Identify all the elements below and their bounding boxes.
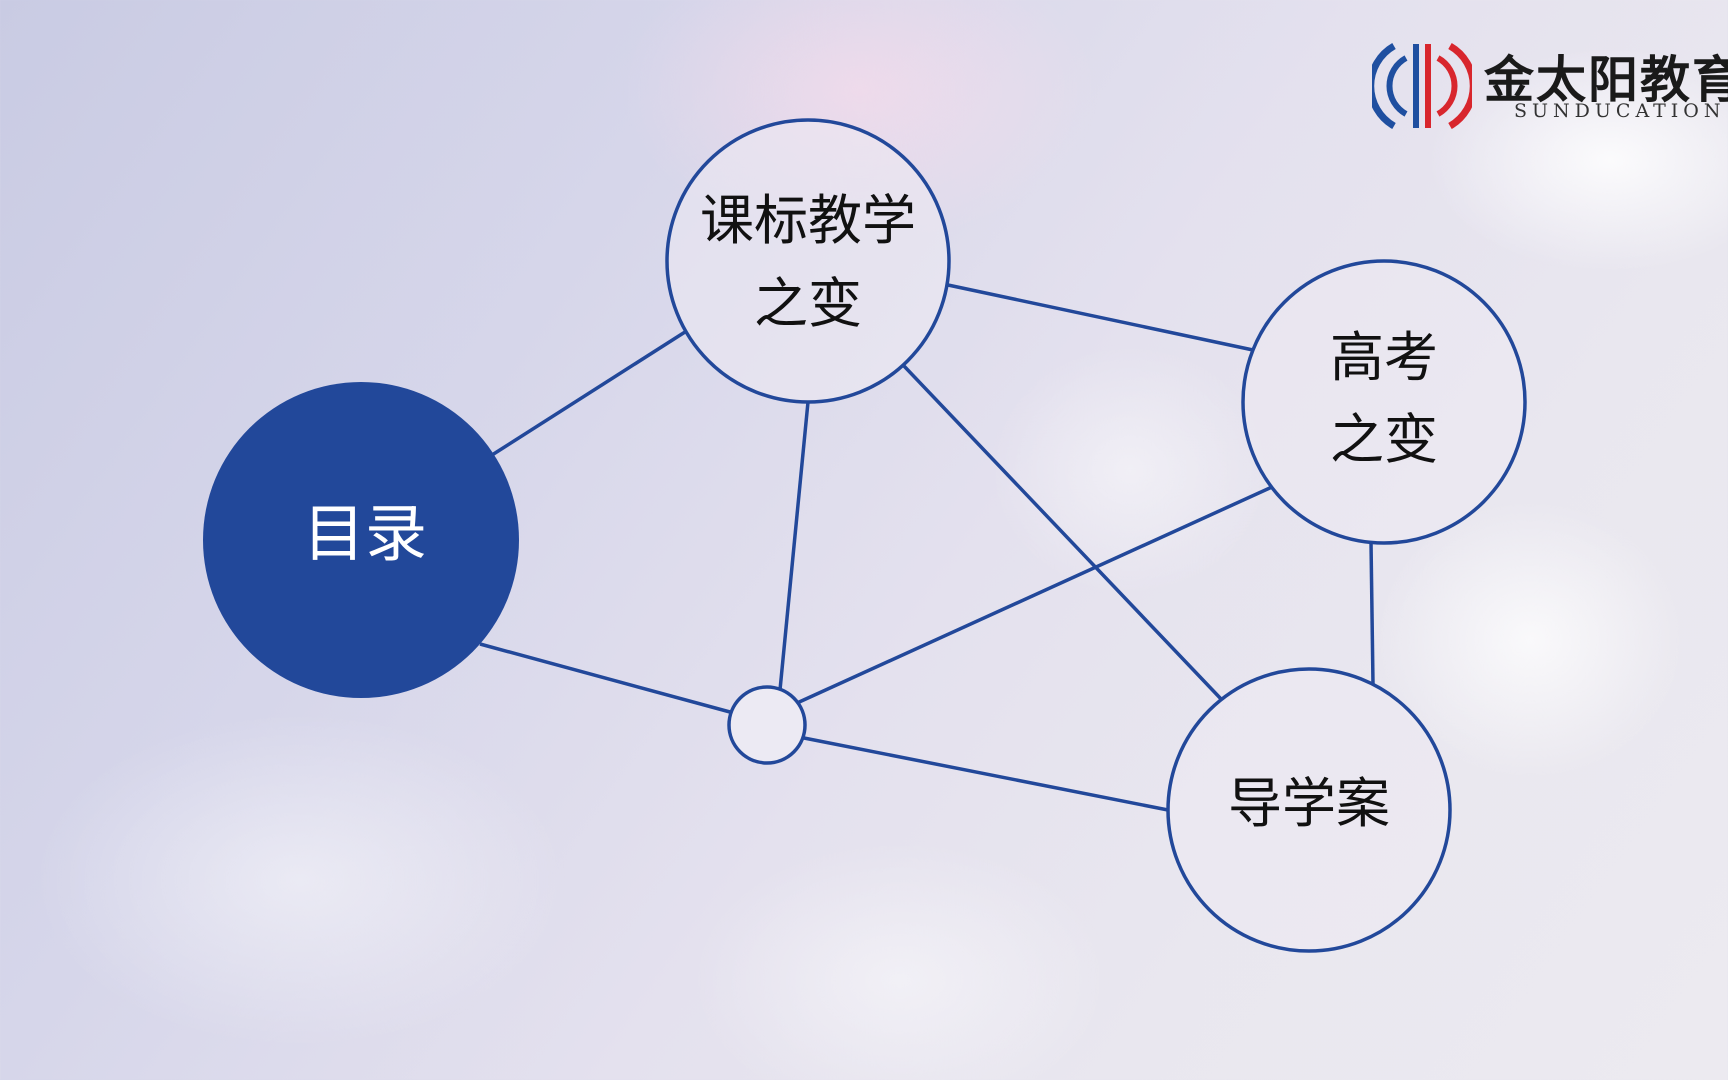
line-center-to-hub: [479, 642, 731, 714]
line-kebiao-to-gaokao: [947, 283, 1254, 352]
kebiao-label-line2: 之变: [754, 272, 862, 335]
line-hub-to-daoxuean: [803, 736, 1169, 812]
hub-circle: [727, 685, 807, 765]
kebiao-label-line1: 课标教学: [700, 189, 916, 252]
line-center-to-kebiao: [491, 330, 686, 457]
center-circle: [203, 382, 519, 698]
kebiao-circle: [665, 118, 951, 404]
node-gaokao[interactable]: 高考 之变: [1241, 259, 1527, 545]
brand-name: 金太阳教育: [1484, 51, 1728, 109]
line-kebiao-to-daoxuean: [902, 364, 1224, 702]
gaokao-circle: [1241, 259, 1527, 545]
daoxuean-circle: [1166, 667, 1452, 953]
node-center[interactable]: 目录: [203, 382, 519, 698]
node-daoxuean[interactable]: 导学案: [1166, 667, 1452, 953]
daoxuean-label: 导学案: [1228, 772, 1390, 835]
line-kebiao-to-hub: [778, 401, 810, 691]
center-label: 目录: [303, 497, 427, 570]
node-kebiao[interactable]: 课标教学 之变: [665, 118, 951, 404]
brand-subtitle: SUNDUCATION: [1514, 100, 1726, 122]
sun-logo-icon: [1372, 42, 1472, 130]
brand-logo: 金太阳教育 SUNDUCATION: [1372, 36, 1728, 130]
line-hub-to-gaokao: [796, 485, 1273, 705]
node-hub: [727, 685, 807, 765]
connector-lines: [479, 283, 1375, 812]
line-gaokao-to-daoxuean: [1369, 541, 1375, 685]
gaokao-label-line2: 之变: [1330, 408, 1438, 471]
gaokao-label-line1: 高考: [1330, 326, 1438, 389]
